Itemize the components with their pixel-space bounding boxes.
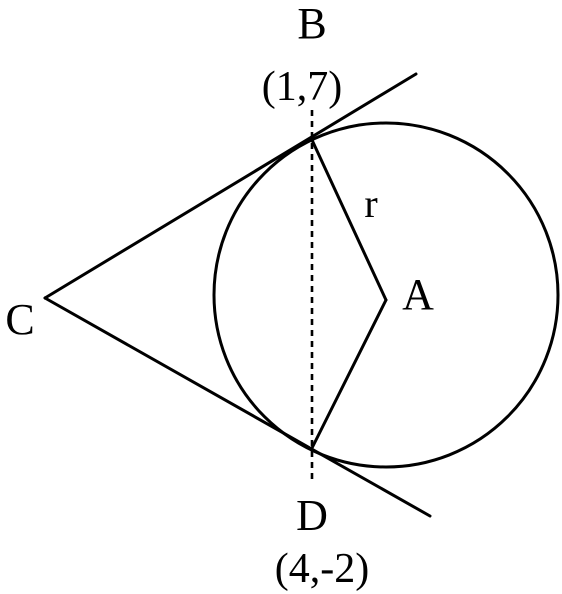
label-b: B [297,0,326,48]
label-a: A [402,270,434,319]
radius-ad [310,298,388,450]
tangent-line-cd [43,296,432,518]
label-d: D [296,491,328,540]
label-radius: r [364,181,377,226]
coord-b: (1,7) [262,64,342,110]
radius-ab [310,138,388,302]
tangent-line-cb [43,72,418,300]
circle [212,121,560,469]
label-c: C [5,295,34,344]
coord-d: (4,-2) [275,546,369,592]
